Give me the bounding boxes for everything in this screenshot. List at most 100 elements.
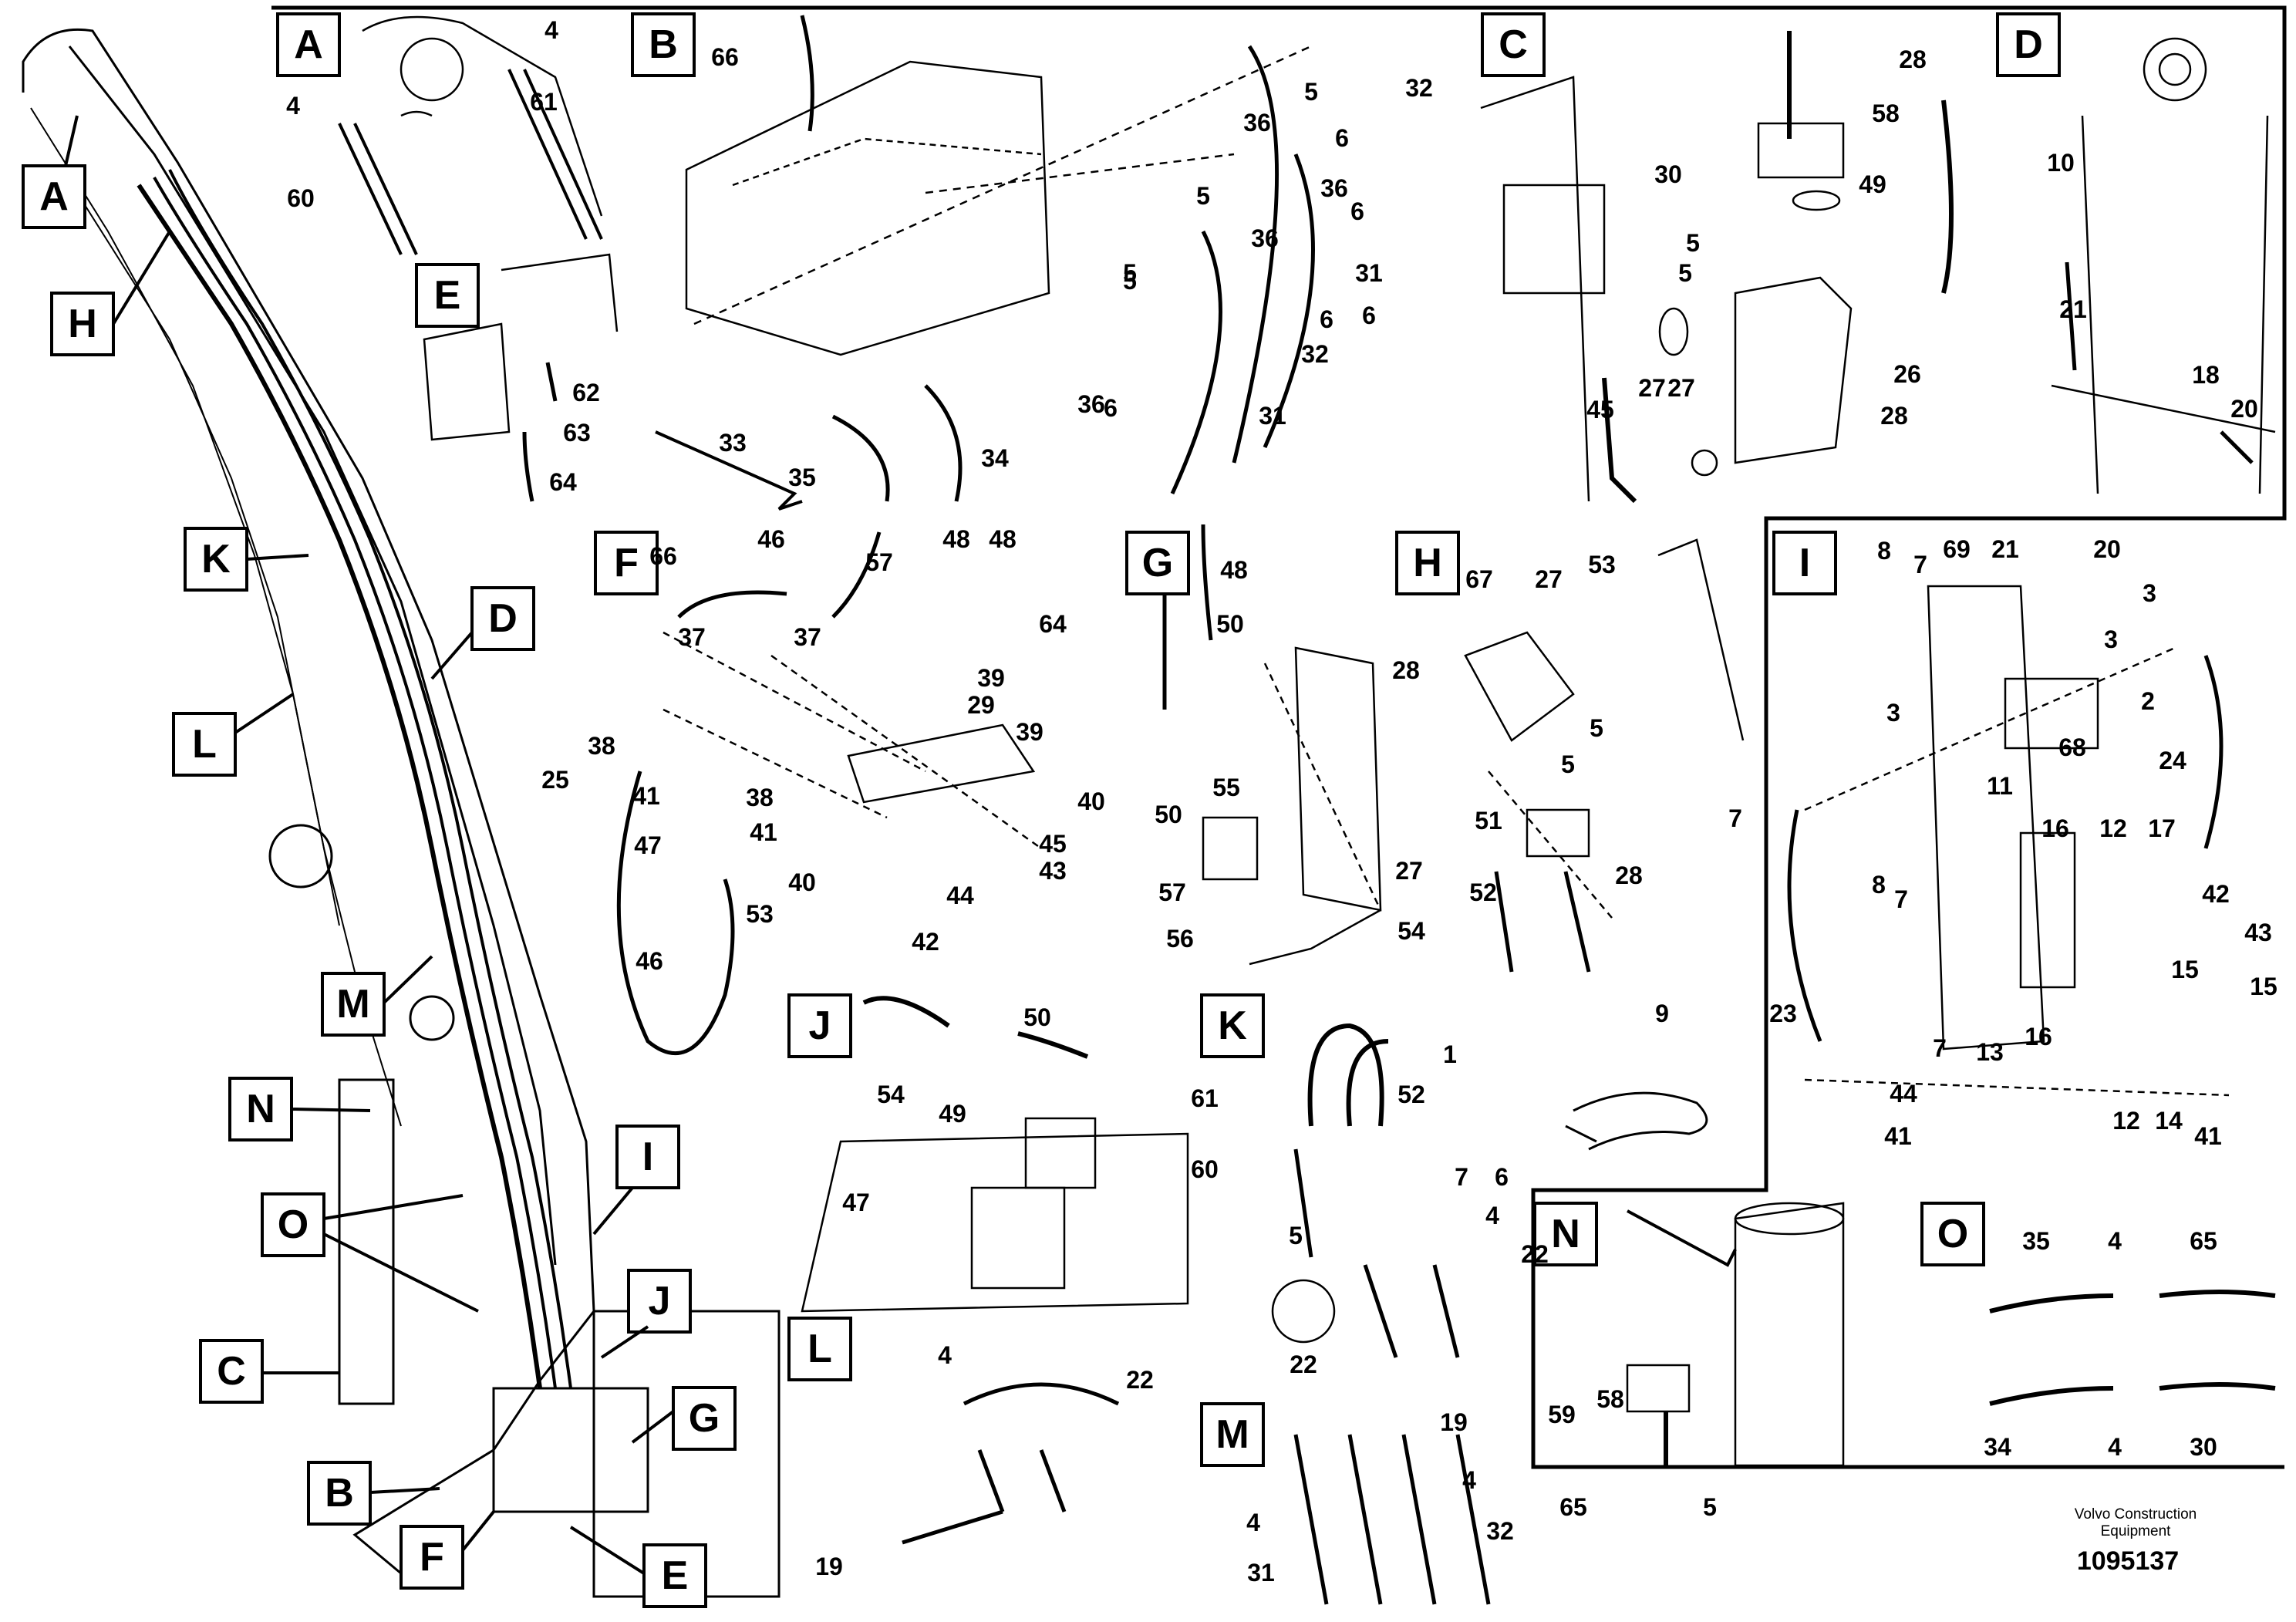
callout-e-2: 64 [549, 468, 577, 496]
panel-d [2051, 37, 2276, 494]
callout-f-7: 64 [1039, 610, 1067, 638]
callout-i-19: 15 [2171, 956, 2199, 983]
callout-o-0: 35 [2022, 1227, 2050, 1255]
callout-c-4: 5 [1686, 229, 1700, 257]
callout-g-5: 56 [1166, 925, 1194, 953]
callout-i-11: 11 [1987, 772, 2013, 800]
callout-j-3: 47 [842, 1189, 870, 1216]
overview-label-e: E [662, 1553, 689, 1598]
callout-i-1: 7 [1913, 551, 1927, 578]
callout-l-1: 22 [1126, 1366, 1154, 1394]
callout-d-2: 18 [2192, 361, 2220, 389]
callout-m-2: 4 [1246, 1509, 1260, 1536]
callout-k-7: 5 [1289, 1222, 1303, 1249]
callout-k-8: 22 [1521, 1240, 1549, 1268]
callout-e-1: 63 [563, 419, 591, 447]
panel-k [1271, 1023, 1460, 1358]
callout-b-2: 5 [1304, 78, 1318, 106]
callout-l-2: 19 [815, 1553, 843, 1580]
callout-b-9: 5 [1123, 259, 1137, 287]
callout-a-1: 61 [530, 88, 558, 116]
callout-f-0: 66 [649, 542, 677, 570]
callout-i-23: 13 [1976, 1038, 2004, 1066]
callout-c-2: 30 [1654, 160, 1682, 188]
callout-c-7: 26 [1893, 360, 1921, 388]
callout-f-13: 38 [746, 784, 774, 811]
callout-n-3: 5 [1703, 1493, 1717, 1521]
callout-i-3: 21 [1991, 535, 2019, 563]
panel-b [655, 15, 1315, 511]
callout-i-0: 8 [1877, 537, 1891, 565]
overview-label-c: C [217, 1349, 246, 1394]
footer-company-line1: Volvo Construction [2074, 1506, 2197, 1523]
callout-f-11: 39 [1016, 718, 1043, 746]
callout-f-18: 44 [946, 882, 974, 909]
callout-a-0: 4 [544, 16, 558, 44]
callout-o-4: 4 [2108, 1433, 2122, 1461]
callout-i-9: 68 [2058, 733, 2086, 761]
callout-f-10: 38 [588, 732, 615, 760]
callout-h-0: 67 [1465, 565, 1493, 593]
callout-j-2: 49 [939, 1100, 966, 1128]
callout-h-9: 52 [1469, 878, 1497, 906]
panel-letter-k: K [1218, 1003, 1247, 1048]
callout-n-2: 65 [1559, 1493, 1587, 1521]
callout-b-18: 33 [719, 429, 747, 457]
callout-g-4: 57 [1158, 878, 1186, 906]
panel-letter-boxes [276, 12, 2061, 1467]
callout-k-1: 61 [1191, 1084, 1219, 1112]
callout-f-19: 45 [1039, 830, 1067, 858]
callout-b-17: 31 [1259, 402, 1286, 430]
callout-f-14: 40 [1077, 787, 1105, 815]
callout-o-5: 30 [2190, 1433, 2217, 1461]
callout-a-3: 60 [287, 184, 315, 212]
callout-b-1: 32 [1405, 74, 1433, 102]
callout-b-19: 35 [788, 464, 816, 491]
callout-h-8: 27 [1395, 857, 1423, 885]
callout-f-9: 29 [967, 691, 995, 719]
footer-company-name: Volvo Construction Equipment [2051, 1506, 2220, 1540]
callout-j-1: 54 [877, 1081, 905, 1108]
overview-label-o: O [278, 1202, 308, 1247]
callout-l-0: 4 [938, 1341, 952, 1369]
callout-g-1: 50 [1216, 610, 1244, 638]
callout-b-6: 36 [1251, 224, 1279, 252]
callout-f-17: 40 [788, 868, 816, 896]
callout-o-1: 4 [2108, 1227, 2122, 1255]
overview-label-n: N [246, 1087, 275, 1131]
callout-i-26: 12 [2112, 1107, 2140, 1135]
panel-letter-o: O [1937, 1212, 1968, 1256]
panel-9-cable-tie [1565, 1091, 1708, 1151]
callout-h-10: 28 [1615, 862, 1643, 889]
overview-label-g: G [689, 1396, 720, 1441]
callout-h-1: 27 [1535, 565, 1563, 593]
panel-letter-i: I [1799, 541, 1810, 585]
callout-9-0: 9 [1655, 1000, 1669, 1027]
panel-e [423, 253, 619, 502]
callout-b-14: 32 [1301, 340, 1329, 368]
panel-letter-c: C [1499, 22, 1528, 67]
panel-letter-d: D [2014, 22, 2043, 67]
callout-h-5: 5 [1561, 750, 1575, 778]
callout-f-23: 46 [636, 947, 663, 975]
callout-f-12: 41 [632, 782, 660, 810]
callout-c-1: 58 [1872, 99, 1900, 127]
callout-f-5: 37 [678, 623, 706, 651]
panel-letter-a: A [294, 22, 323, 67]
footer-company-line2: Equipment [2100, 1523, 2171, 1539]
callout-i-20: 23 [1769, 1000, 1797, 1027]
panel-letter-l: L [807, 1327, 832, 1371]
callout-m-4: 31 [1247, 1559, 1275, 1587]
callout-e-0: 62 [572, 379, 600, 406]
callout-i-2: 69 [1943, 535, 1971, 563]
panel-letter-j: J [809, 1003, 831, 1048]
overview-label-b: B [325, 1471, 354, 1516]
overview-machine-sketch [22, 28, 781, 1598]
callout-d-1: 21 [2059, 295, 2087, 323]
callout-k-6: 4 [1485, 1202, 1499, 1229]
callout-i-4: 20 [2093, 535, 2121, 563]
callout-i-18: 43 [2244, 919, 2272, 946]
callout-i-14: 17 [2148, 814, 2176, 842]
